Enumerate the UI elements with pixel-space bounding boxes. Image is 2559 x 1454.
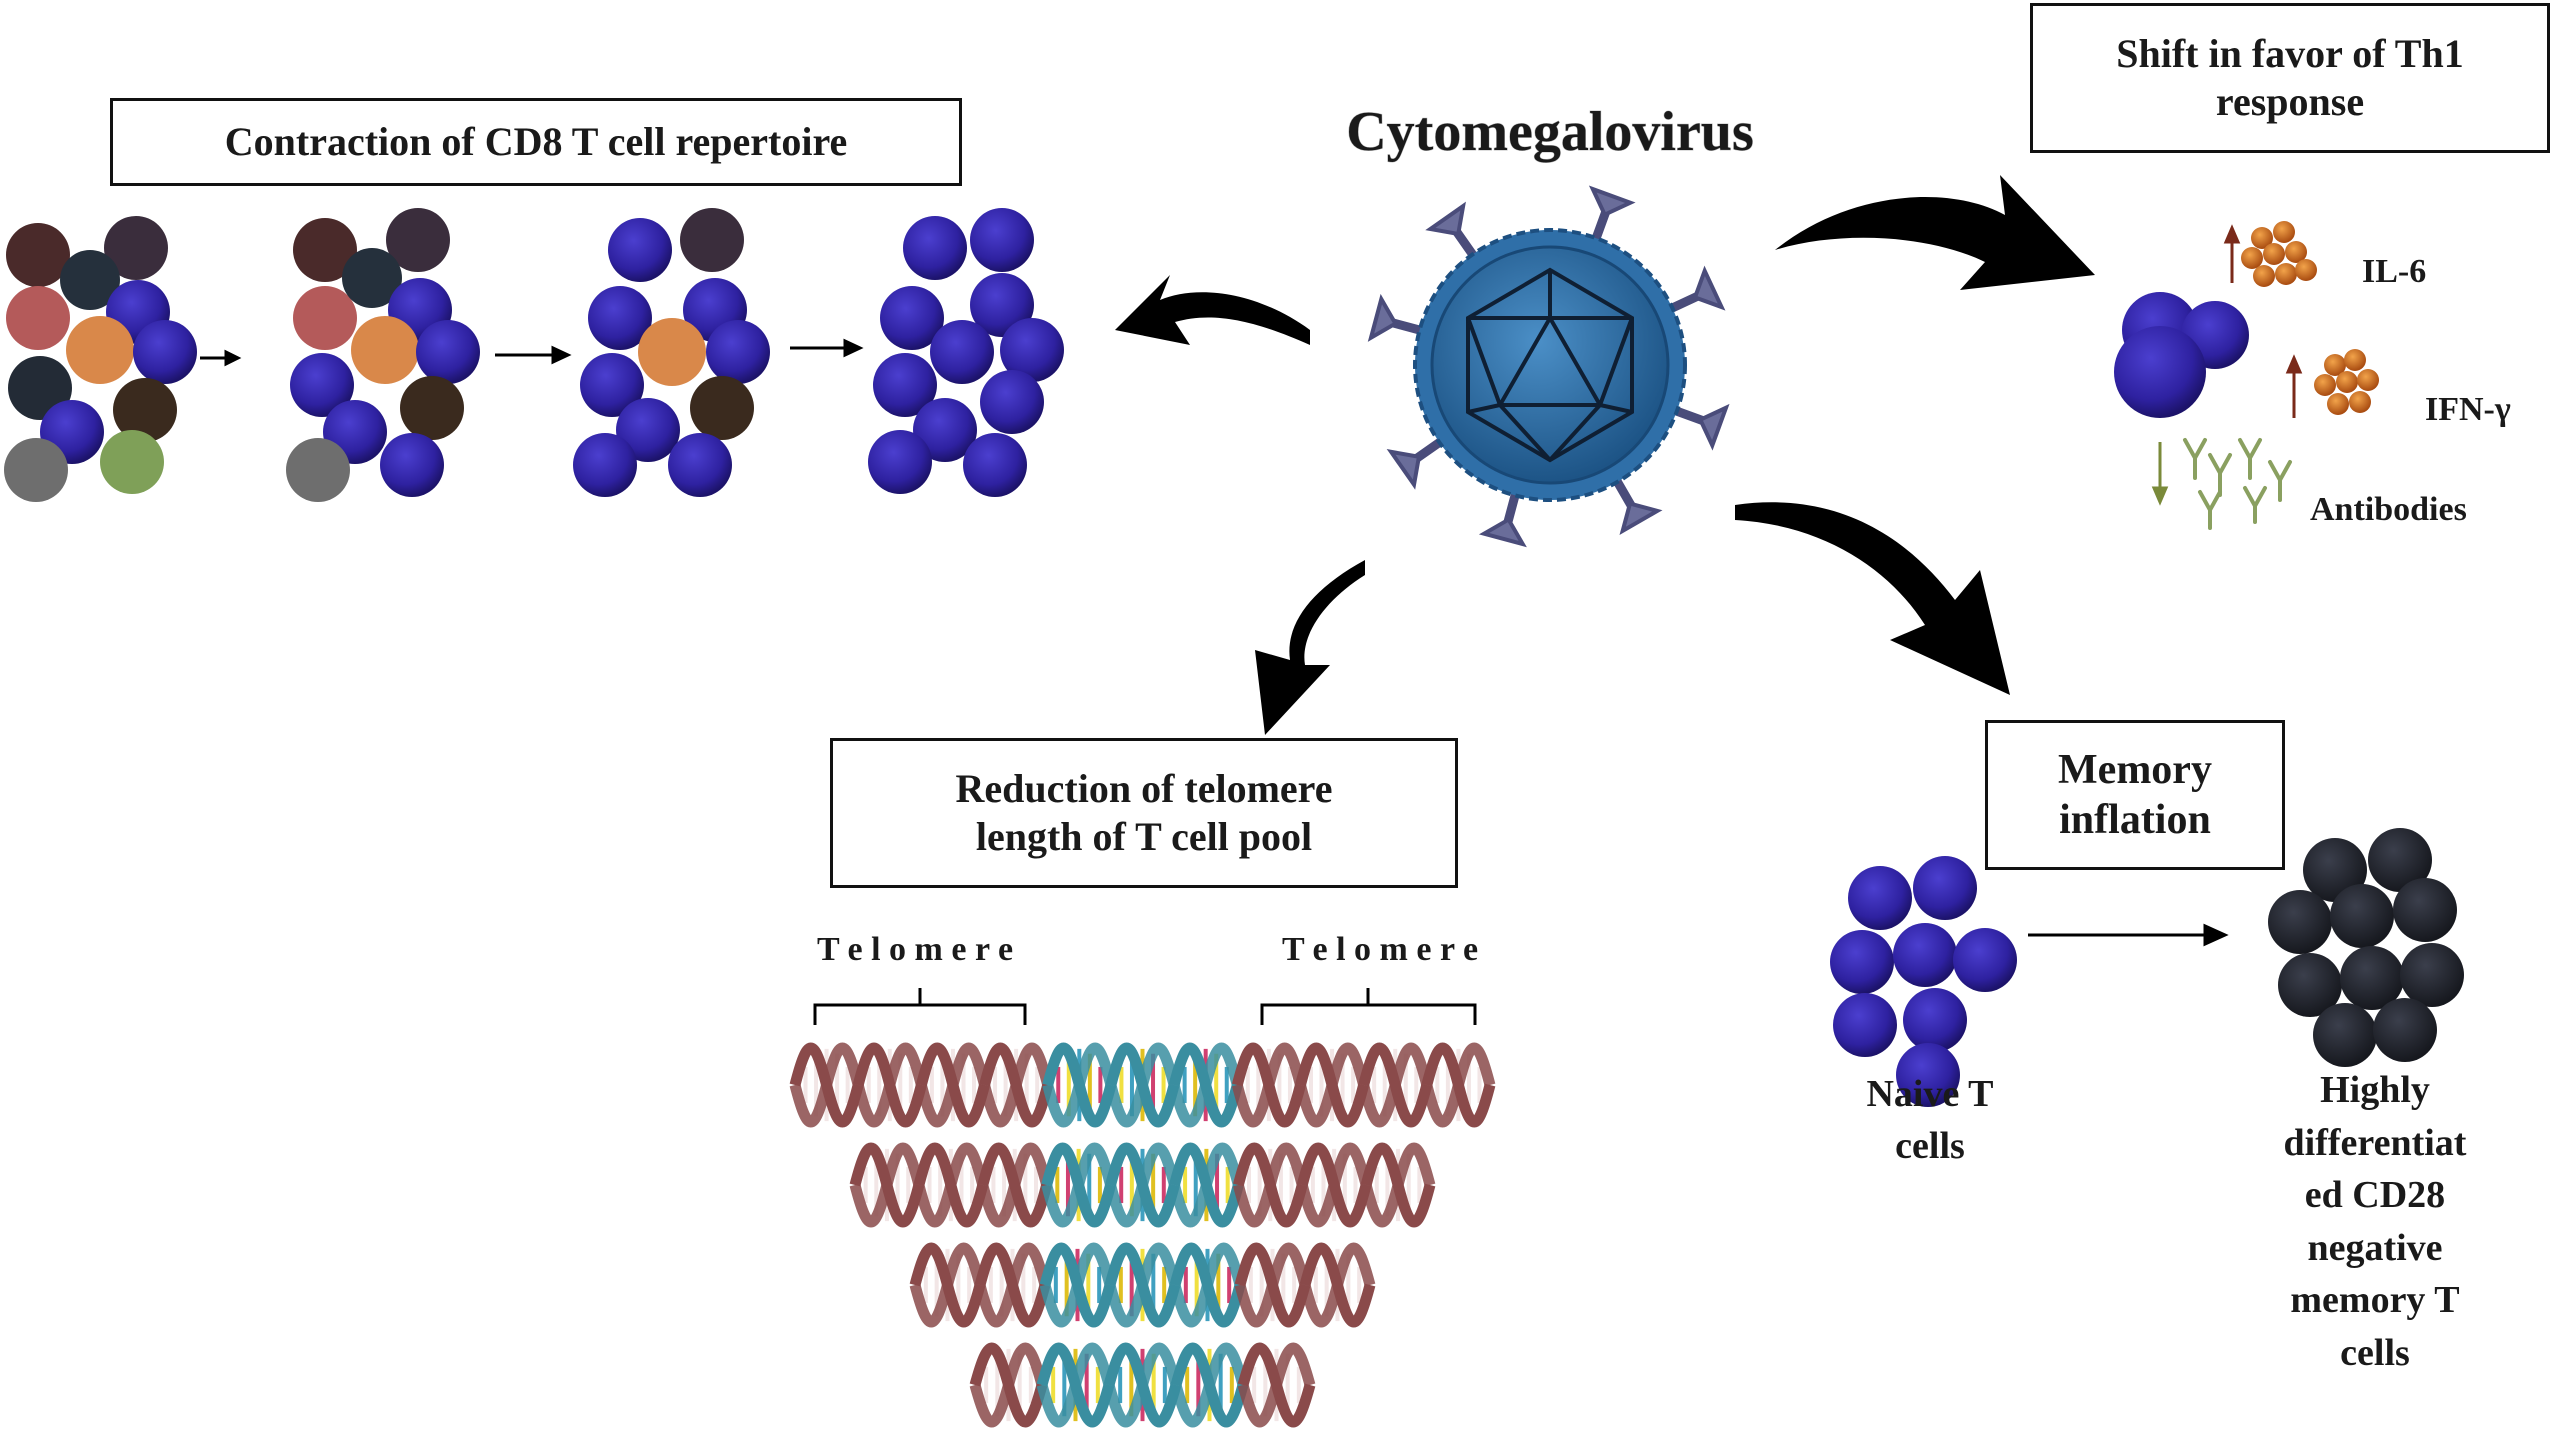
- differentiated-t-cell-cluster: [2268, 828, 2464, 1067]
- differentiated-cells-label: Highly differentiat ed CD28 negative mem…: [2240, 1064, 2510, 1379]
- telomere-box: Reduction of telomere length of T cell p…: [830, 738, 1458, 888]
- up-arrow-il6: [2223, 224, 2241, 283]
- dna-helices: [789, 1042, 1496, 1428]
- diagram-title: Cytomegalovirus: [1346, 101, 1754, 163]
- up-arrow-ifn: [2285, 354, 2303, 418]
- diff-line6: cells: [2340, 1331, 2410, 1374]
- memory-arrow: [2028, 923, 2229, 947]
- il6-cytokine-cluster: [2241, 221, 2317, 287]
- ifn-gamma-label: IFN-γ: [2425, 391, 2511, 428]
- th1-shift-box: Shift in favor of Th1 response: [2030, 3, 2550, 153]
- naive-t-cell-cluster: [1830, 856, 2017, 1107]
- contraction-box: Contraction of CD8 T cell repertoire: [110, 98, 962, 186]
- diff-line3: ed CD28: [2304, 1174, 2446, 1216]
- ifn-cytokine-cluster: [2314, 349, 2379, 415]
- antibodies-label: Antibodies: [2310, 491, 2467, 528]
- arrow-to-th1: [1775, 175, 2095, 290]
- antibody-icons: [2183, 438, 2292, 530]
- contraction-small-arrows: [200, 338, 864, 367]
- dna-helix-row: [849, 1142, 1436, 1228]
- th1-label-line2: response: [2215, 79, 2365, 124]
- memory-inflation-box: Memory inflation: [1985, 720, 2285, 870]
- telomere-brackets: [813, 988, 1477, 1025]
- diff-line4: negative: [2307, 1226, 2443, 1269]
- th1-cells: [2114, 292, 2249, 418]
- il6-label: IL-6: [2362, 253, 2426, 290]
- contraction-cluster-2: [286, 208, 480, 502]
- telomere-box-line1: Reduction of telomere: [955, 766, 1333, 811]
- dna-helix-row: [789, 1042, 1496, 1128]
- cytomegalovirus-particle: [1367, 185, 1730, 548]
- naive-line2: cells: [1895, 1125, 1965, 1167]
- telomere-label-right: T e l o m e r e: [1282, 931, 1478, 968]
- diff-line5: memory T: [2290, 1279, 2460, 1321]
- telomere-box-line2: length of T cell pool: [975, 814, 1313, 859]
- dna-helix-row: [969, 1342, 1316, 1428]
- arrow-to-memory: [1735, 502, 2010, 695]
- memory-label-line2: inflation: [2059, 797, 2211, 843]
- contraction-cluster-4: [868, 208, 1064, 497]
- th1-label-line1: Shift in favor of Th1: [2116, 31, 2464, 76]
- telomere-label-left: T e l o m e r e: [817, 931, 1013, 968]
- virus-capsid: [1466, 267, 1634, 463]
- contraction-cluster-3: [573, 208, 770, 497]
- arrow-to-telomere: [1255, 560, 1365, 735]
- contraction-cluster-1: [4, 216, 197, 502]
- memory-label-line1: Memory: [2058, 746, 2212, 793]
- naive-t-cells-label: Naive T cells: [1810, 1068, 2050, 1172]
- diff-line2: differentiat: [2283, 1121, 2467, 1164]
- contraction-label: Contraction of CD8 T cell repertoire: [224, 119, 848, 164]
- down-arrow-antibodies: [2151, 442, 2169, 506]
- diff-line1: Highly: [2320, 1069, 2430, 1111]
- naive-line1: Naive T: [1866, 1073, 1994, 1115]
- arrow-to-contraction: [1115, 275, 1310, 345]
- dna-helix-row: [909, 1242, 1376, 1328]
